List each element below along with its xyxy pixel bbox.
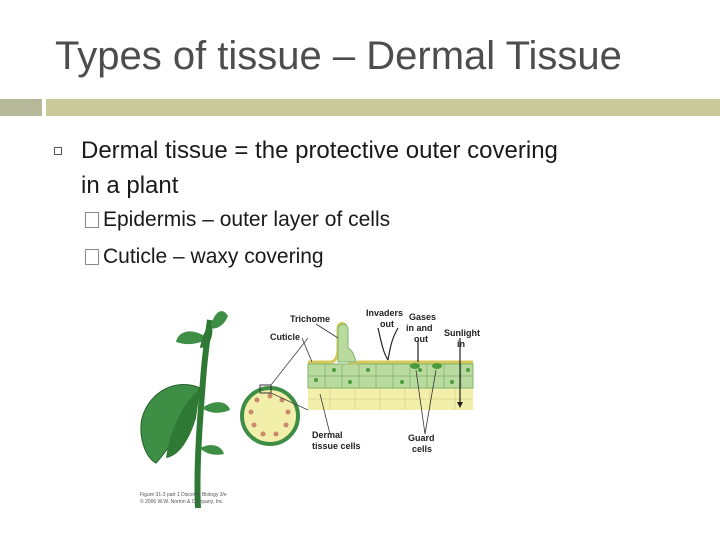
figure-credit-line2: © 2006 W.W. Norton & Company, Inc. — [140, 498, 224, 505]
label-sunlight: Sunlight — [444, 328, 480, 338]
title-divider-right — [46, 99, 720, 116]
small-leaf — [200, 445, 224, 455]
chloroplast-dots — [314, 368, 470, 384]
label-gases-out: out — [414, 334, 428, 344]
trichome — [337, 323, 357, 363]
epidermis-cell-walls — [308, 364, 473, 388]
label-dermal: Dermal — [312, 430, 343, 440]
label-gases-in-and: in and — [406, 323, 433, 333]
sub-bullet-text: Epidermis – outer layer of cells — [103, 208, 391, 231]
sub-bullet-box-icon — [85, 249, 99, 265]
main-bullet: Dermal tissue = the protective outer cov… — [81, 133, 681, 203]
zoom-box — [259, 384, 272, 394]
vascular-bundles — [248, 393, 291, 437]
title-divider-left — [0, 99, 42, 116]
small-leaf — [202, 402, 230, 413]
dermal-tissue-diagram: Trichome Cuticle Invaders out Gases in a… — [140, 308, 480, 509]
label-trichome: Trichome — [290, 314, 330, 324]
label-cuticle: Cuticle — [270, 332, 300, 342]
sub-bullet-box-icon — [85, 212, 99, 228]
sub-bullet-text: Cuticle – waxy covering — [103, 245, 324, 268]
main-bullet-line1: Dermal tissue = the protective outer cov… — [81, 137, 558, 164]
label-guard: Guard — [408, 433, 435, 443]
label-sunlight-in: in — [457, 339, 465, 349]
invaders-arrow — [377, 327, 389, 361]
label-cells: cells — [412, 444, 432, 454]
label-invaders-out: out — [380, 319, 394, 329]
plant-stem — [194, 319, 213, 509]
sub-bullet-epidermis: Epidermis – outer layer of cells — [85, 208, 390, 232]
label-invaders: Invaders — [366, 308, 403, 318]
figure-credit-line1: Figure 31-3 part 1 Discover Biology 3/e — [140, 492, 227, 498]
bud-leaf — [176, 331, 208, 345]
slide-title: Types of tissue – Dermal Tissue — [55, 34, 622, 78]
guard-cell — [410, 363, 420, 369]
label-tissue-cells: tissue cells — [312, 441, 361, 451]
yellow-cell-lines — [308, 388, 473, 410]
guard-cell — [432, 363, 442, 369]
main-bullet-line2: in a plant — [81, 172, 179, 199]
bullet-square-icon — [54, 147, 62, 155]
label-gases: Gases — [409, 312, 436, 322]
large-leaf — [166, 390, 200, 458]
sub-bullet-cuticle: Cuticle – waxy covering — [85, 245, 324, 269]
bud-leaf — [210, 311, 228, 329]
invaders-arrow — [387, 327, 399, 361]
bud-tip — [200, 325, 213, 348]
